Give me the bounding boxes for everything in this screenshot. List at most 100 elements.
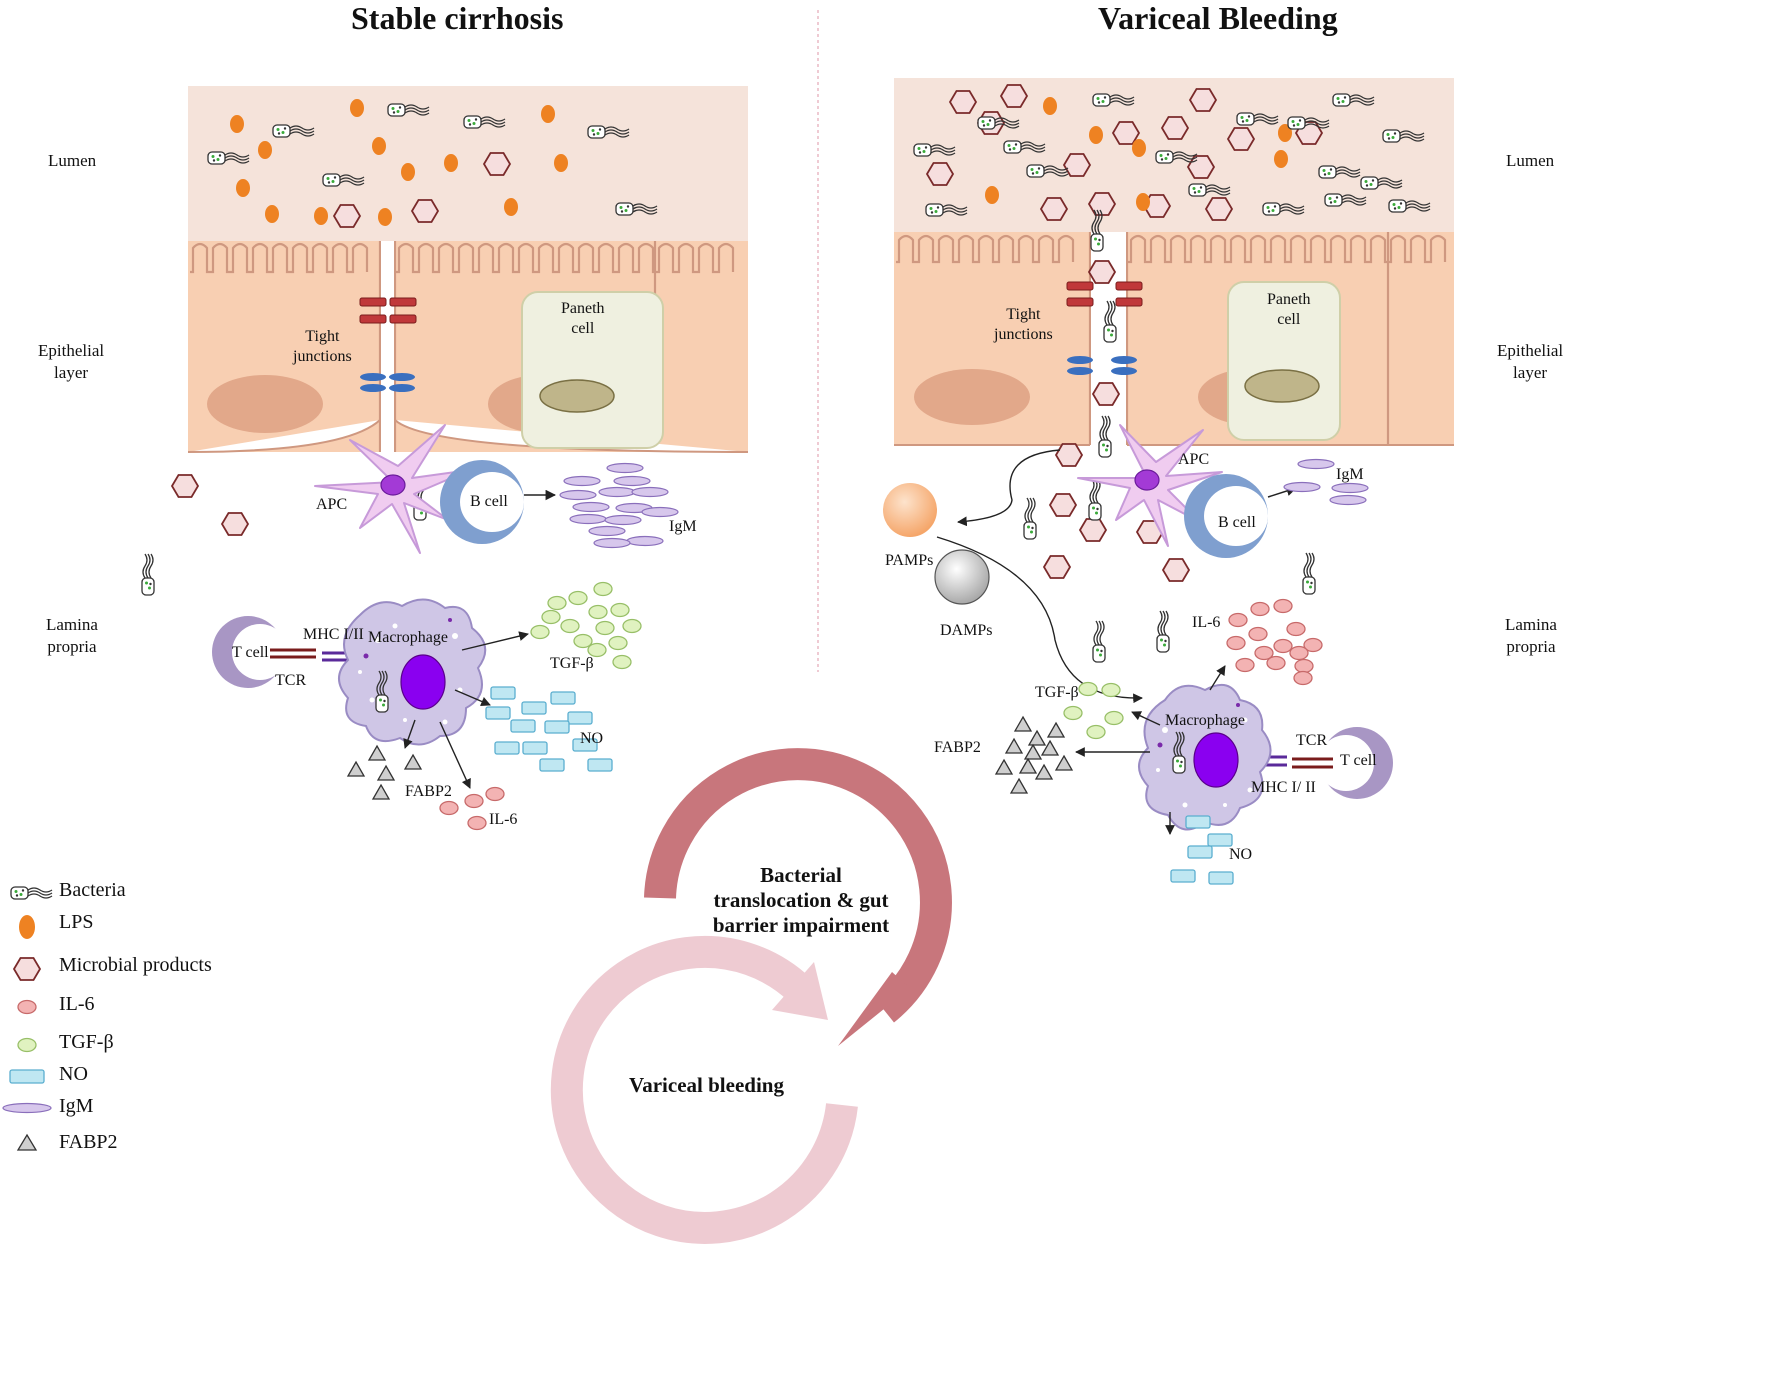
left-igm-cluster <box>559 462 679 549</box>
right-paneth-cell <box>1227 281 1341 441</box>
left-tight-line-1: Tight <box>305 328 340 345</box>
right-il6-cluster <box>1226 598 1323 686</box>
left-b-cell <box>440 460 524 544</box>
right-fabp2-label: FABP2 <box>934 739 981 756</box>
right-paneth-nucleus <box>1244 369 1320 403</box>
pamps-arrow <box>957 449 1061 527</box>
right-lamina-label: Lamina propria <box>1505 614 1557 658</box>
left-mhc-label: MHC I/II <box>303 626 364 643</box>
right-lumen <box>894 78 1454 232</box>
left-t-cell-label: T cell <box>232 644 269 661</box>
legend-no: NO <box>59 1063 88 1085</box>
left-no-label: NO <box>580 730 604 747</box>
left-lumen-label: Lumen <box>48 151 97 170</box>
legend-lps: LPS <box>59 911 94 933</box>
right-cell-borders <box>1088 232 1390 445</box>
legend-fabp2: FABP2 <box>59 1131 118 1153</box>
right-lumen-label: Lumen <box>1506 151 1555 170</box>
bacteria-icon <box>10 886 53 900</box>
right-epithelial-line-1: Epithelial <box>1497 341 1564 360</box>
right-microvilli <box>896 234 1447 264</box>
left-apc-label: APC <box>316 496 348 513</box>
right-nucleus <box>914 369 1030 425</box>
legend-tgf-beta: TGF-β <box>59 1031 114 1053</box>
cycle-top-line-3: barrier impairment <box>712 913 890 937</box>
left-tight-junctions-label: Tight junctions <box>293 327 352 367</box>
left-epithelial-line-2: layer <box>54 363 89 382</box>
right-macrophage <box>1138 683 1272 831</box>
no-icon <box>9 1069 45 1084</box>
macrophage-activation-arrow <box>936 536 1143 704</box>
igm-icon <box>2 1102 52 1114</box>
cycle-arrow-bottom <box>550 935 858 1244</box>
right-epithelial-line-2: layer <box>1513 363 1548 382</box>
right-tight-line-1: Tight <box>1006 306 1041 323</box>
left-paneth-label: Paneth cell <box>561 299 605 339</box>
damps-label: DAMPs <box>940 622 993 639</box>
left-junction-gap <box>381 241 394 455</box>
cycle-arrow-bottom-head <box>772 962 828 1020</box>
legend-igm: IgM <box>59 1095 94 1117</box>
right-paneth-line-2: cell <box>1277 311 1301 328</box>
cycle-diagram <box>550 748 952 1244</box>
legend-bacteria: Bacteria <box>59 879 126 901</box>
left-macrophage-arrows <box>403 631 529 789</box>
cycle-bottom-label: Variceal bleeding <box>629 1073 784 1097</box>
right-apc-label: APC <box>1178 451 1210 468</box>
left-b-cell-label: B cell <box>470 493 508 510</box>
right-macrophage-arrows <box>1075 665 1226 835</box>
cycle-top-label: Bacterial translocation & gut barrier im… <box>708 863 894 938</box>
left-tight-line-2: junctions <box>293 348 352 365</box>
left-epithelial-line-1: Epithelial <box>38 341 105 360</box>
right-lamina-line-1: Lamina <box>1505 615 1557 634</box>
left-tcr-label: TCR <box>275 672 307 689</box>
pamps-label: PAMPs <box>885 552 934 569</box>
right-t-cell-label: T cell <box>1340 752 1377 769</box>
fabp2-icon <box>16 1133 38 1151</box>
left-paneth-line-2: cell <box>571 320 595 337</box>
cycle-top-line-2: translocation & gut <box>713 888 889 912</box>
right-tight-line-2: junctions <box>994 326 1053 343</box>
left-epithelial-label: Epithelial layer <box>38 340 104 384</box>
left-nucleus <box>207 375 323 433</box>
left-macrophage-label: Macrophage <box>368 629 448 646</box>
left-il6-label: IL-6 <box>489 811 518 828</box>
left-panel-title: Stable cirrhosis <box>351 0 564 36</box>
left-macrophage <box>338 598 487 746</box>
left-tight-junction-bars <box>359 297 417 392</box>
lps-icon <box>19 915 35 939</box>
left-lumen <box>188 86 748 241</box>
left-lamina-label: Lamina propria <box>46 614 98 658</box>
right-macrophage-label: Macrophage <box>1165 712 1245 729</box>
right-il6-label: IL-6 <box>1192 614 1221 631</box>
legend-icons <box>2 886 53 1151</box>
left-paneth-line-1: Paneth <box>561 300 605 317</box>
pamps-sphere <box>883 483 937 537</box>
cycle-top-line-1: Bacterial <box>760 863 842 887</box>
right-b-cell-label: B cell <box>1218 514 1256 531</box>
right-fabp2-cluster <box>995 716 1073 794</box>
right-paneth-line-1: Paneth <box>1267 291 1311 308</box>
legend-il6: IL-6 <box>59 993 95 1015</box>
legend-microbial-products: Microbial products <box>59 954 212 976</box>
left-paneth-nucleus <box>539 379 615 413</box>
left-panel <box>141 86 749 831</box>
left-lamina-line-1: Lamina <box>46 615 98 634</box>
right-b-cell <box>1184 474 1268 558</box>
right-igm-label: IgM <box>1336 466 1364 483</box>
right-tgf-label: TGF-β <box>1035 684 1079 701</box>
right-panel <box>883 78 1454 885</box>
right-t-cell <box>1248 727 1393 799</box>
cycle-arrow-top-head <box>838 972 910 1046</box>
right-mhc-label: MHC I/ II <box>1251 779 1316 796</box>
right-paneth-label: Paneth cell <box>1267 290 1311 330</box>
right-tight-junctions-label: Tight junctions <box>994 305 1053 345</box>
left-microvilli <box>190 242 735 274</box>
right-panel-title: Variceal Bleeding <box>1098 0 1338 36</box>
right-tight-junction-bars <box>1066 281 1143 375</box>
left-igm-label: IgM <box>669 518 697 535</box>
cycle-arrow-top <box>644 748 952 1023</box>
left-lamina-line-2: propria <box>47 637 97 656</box>
